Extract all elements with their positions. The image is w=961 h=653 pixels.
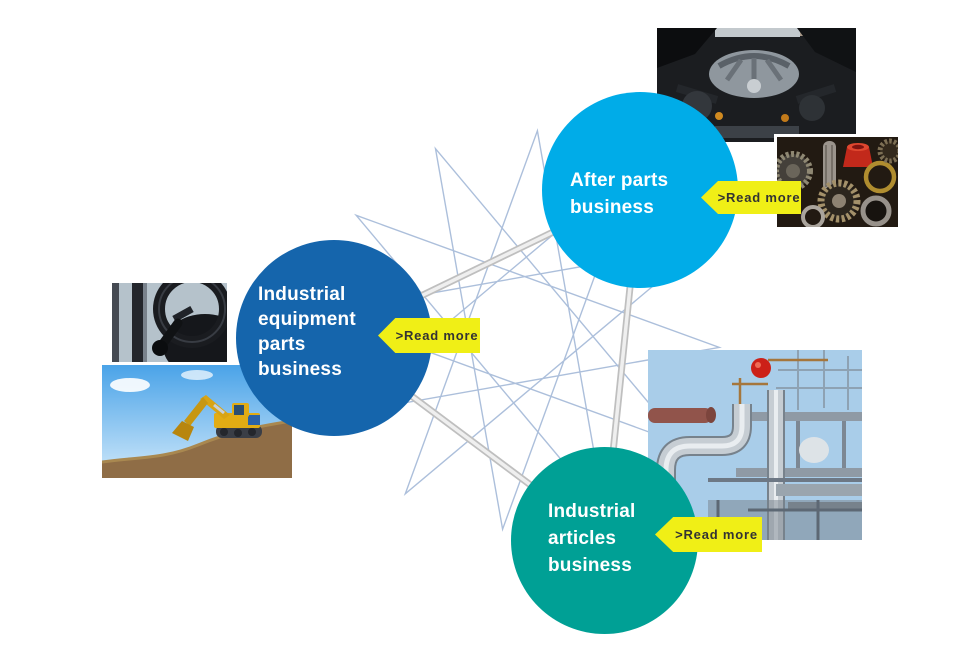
read-more-label: >Read more	[395, 328, 479, 343]
after-parts-read-more-button[interactable]: >Read more	[701, 181, 801, 214]
industrial-articles-read-more-button[interactable]: >Read more	[655, 517, 762, 552]
after-parts-business-circle[interactable]	[542, 92, 738, 288]
industrial-piping-photo	[648, 350, 862, 540]
read-more-label: >Read more	[717, 190, 801, 205]
car-engine-photo	[657, 28, 856, 142]
industrial-equipment-parts-read-more-button[interactable]: >Read more	[378, 318, 480, 353]
forklift-steering-photo	[112, 283, 227, 365]
read-more-label: >Read more	[675, 527, 758, 542]
